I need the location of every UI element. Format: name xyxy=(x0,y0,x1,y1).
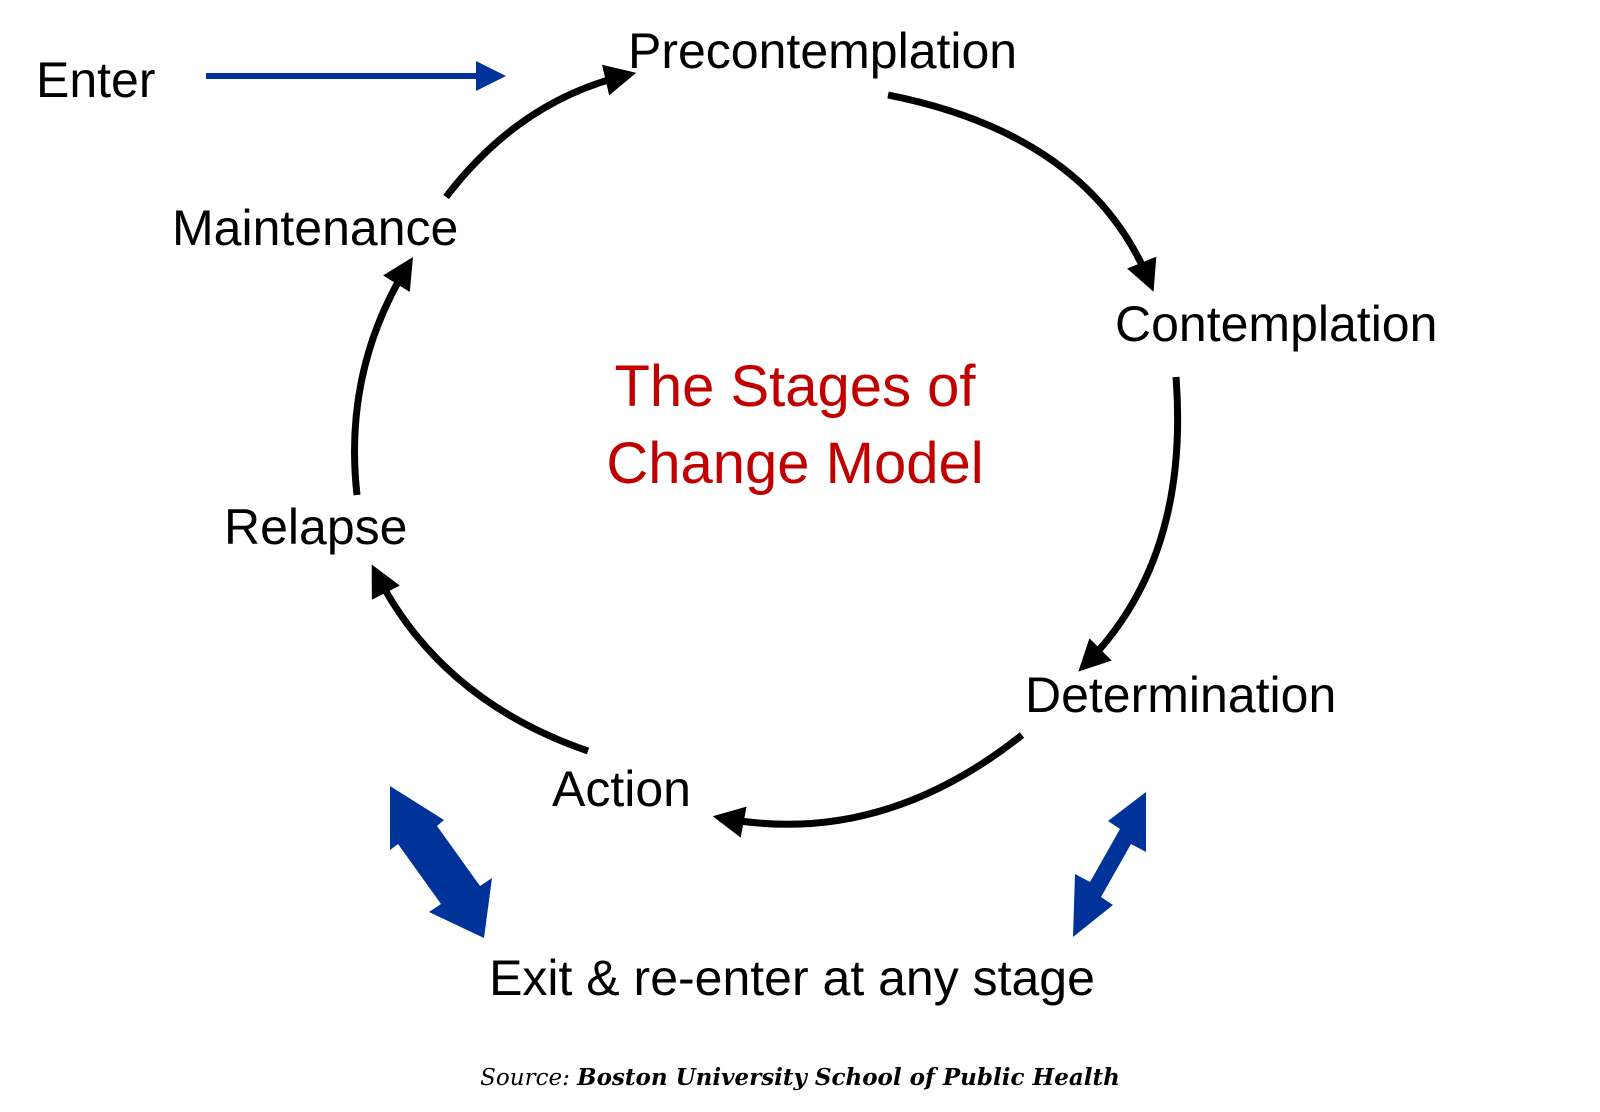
arrow-precontemplation-to-contemplation xyxy=(887,91,1157,292)
exit-arrow-left xyxy=(390,786,492,938)
arrow-relapse-to-maintenance xyxy=(351,256,413,496)
stage-maintenance: Maintenance xyxy=(172,200,458,256)
arrow-contemplation-to-determination xyxy=(1078,376,1182,672)
diagram-title-line-2: Change Model xyxy=(606,431,983,496)
stage-action: Action xyxy=(552,761,691,817)
arrow-maintenance-to-precontemplation xyxy=(443,64,637,200)
arrow-action-to-relapse xyxy=(371,564,590,755)
source-organization: Boston University School of Public Healt… xyxy=(577,1064,1120,1091)
stage-contemplation: Contemplation xyxy=(1115,296,1437,352)
diagram-title-line-1: The Stages of xyxy=(614,354,976,419)
exit-label: Exit & re-enter at any stage xyxy=(489,950,1095,1006)
stage-determination: Determination xyxy=(1025,667,1336,723)
enter-label: Enter xyxy=(36,52,156,108)
stage-relapse: Relapse xyxy=(224,499,407,555)
arrow-determination-to-action xyxy=(712,732,1025,838)
exit-arrow-right xyxy=(1073,792,1146,937)
stage-precontemplation: Precontemplation xyxy=(628,23,1017,79)
source-label: Source: xyxy=(480,1065,570,1091)
source-caption: Source: Boston University School of Publ… xyxy=(0,1064,1600,1091)
